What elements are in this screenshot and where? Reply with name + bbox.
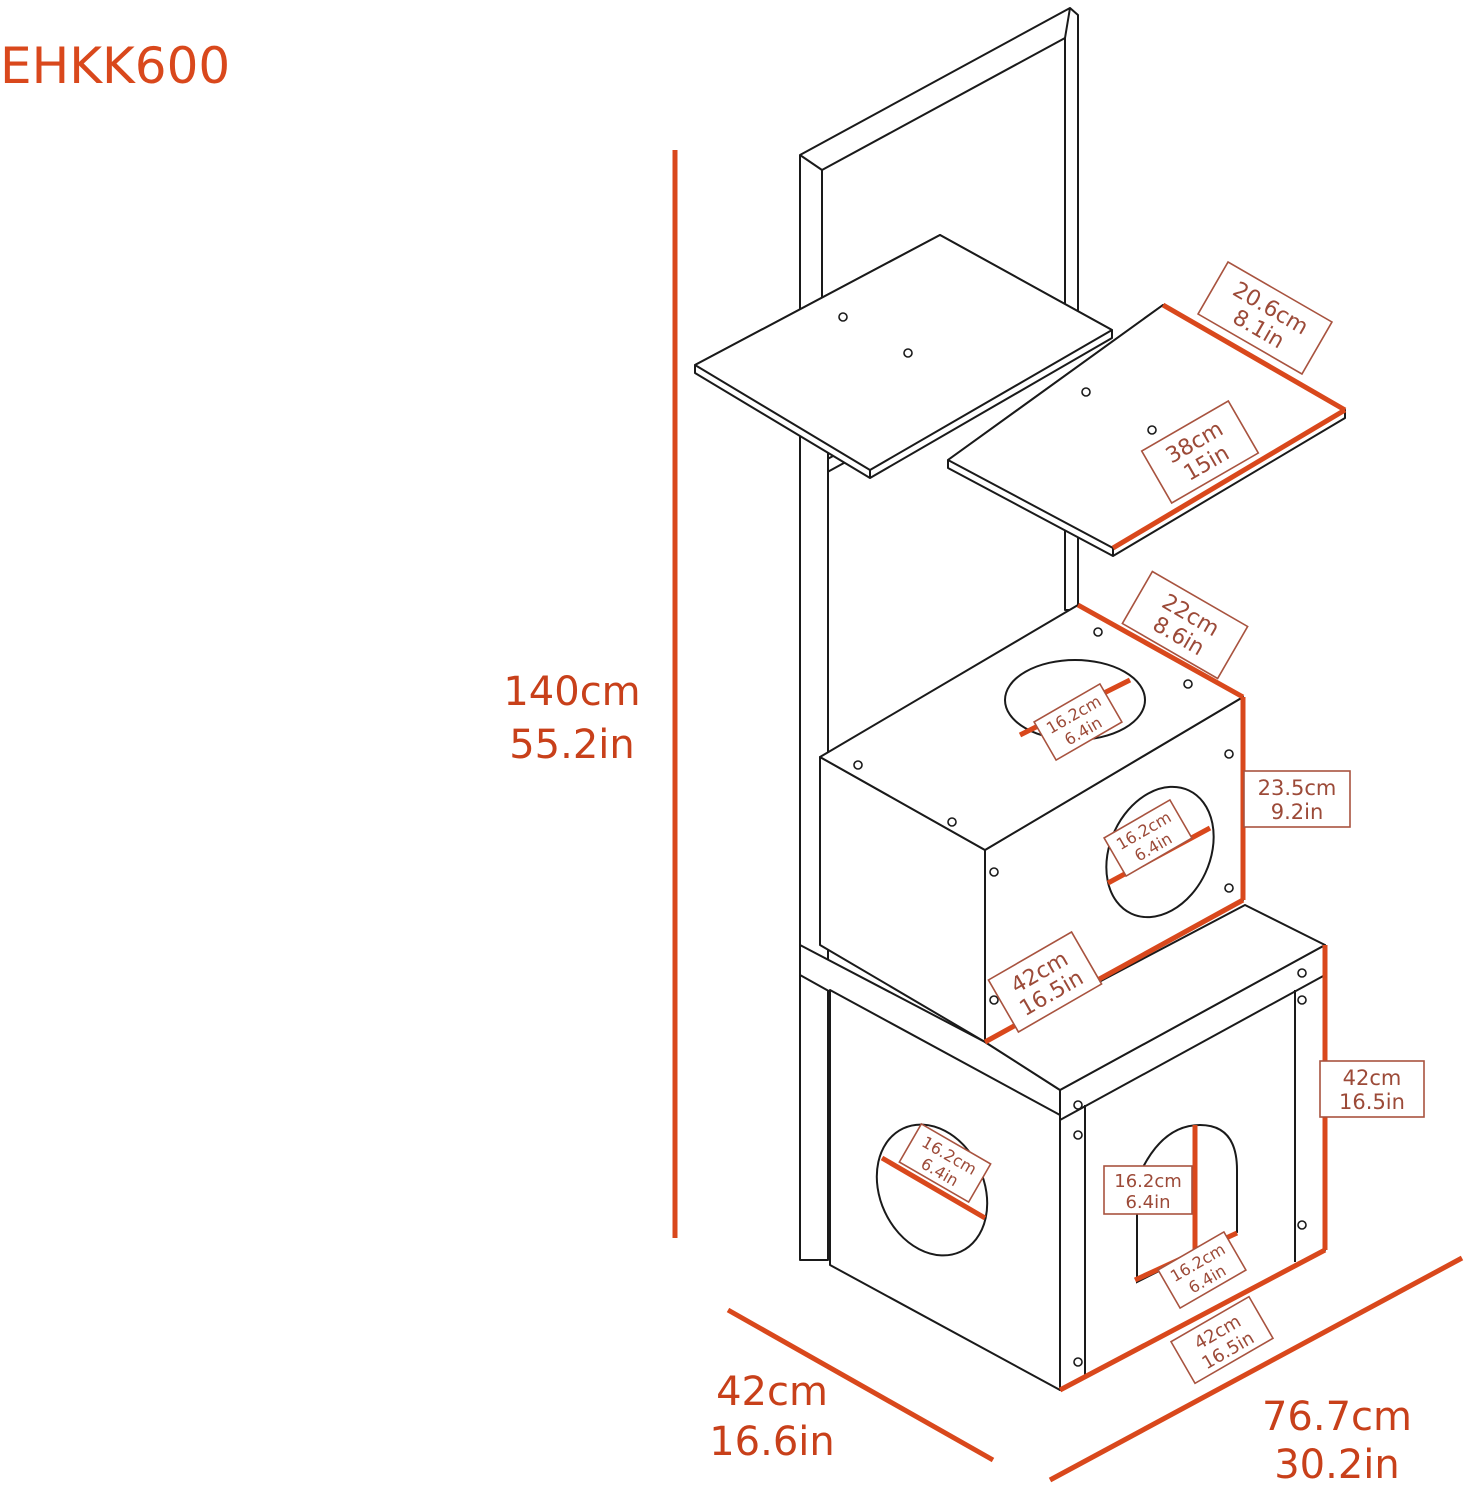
shelf-right — [947, 304, 1346, 557]
svg-text:23.5cm: 23.5cm — [1258, 776, 1337, 800]
label-upper-box-height: 23.5cm 9.2in — [1243, 770, 1351, 828]
depth-line — [726, 1307, 995, 1463]
height-in: 55.2in — [509, 722, 635, 768]
shelf-left — [694, 234, 1113, 479]
svg-text:16.2cm: 16.2cm — [1114, 1171, 1182, 1192]
width-cm: 76.7cm — [1262, 1394, 1412, 1440]
svg-text:42cm: 42cm — [1343, 1066, 1402, 1090]
label-upper-box-depth: 22cm 8.6in — [1121, 570, 1249, 680]
label-lower-side-hole: 16.2cm 6.4in — [898, 1122, 992, 1204]
model-title: EHKK600 — [0, 37, 230, 95]
svg-text:9.2in: 9.2in — [1271, 800, 1324, 824]
width-line — [1048, 1255, 1464, 1483]
svg-text:6.4in: 6.4in — [1125, 1192, 1170, 1213]
label-upper-top-hole: 16.2cm 6.4in — [1032, 682, 1124, 762]
svg-text:16.5in: 16.5in — [1339, 1090, 1405, 1114]
label-door-height: 16.2cm 6.4in — [1103, 1165, 1193, 1215]
height-cm: 140cm — [503, 669, 640, 715]
label-lower-box-width: 42cm 16.5in — [1169, 1295, 1275, 1385]
label-lower-box-height: 42cm 16.5in — [1319, 1060, 1425, 1118]
width-in: 30.2in — [1274, 1442, 1400, 1488]
depth-in: 16.6in — [709, 1419, 835, 1465]
depth-cm: 42cm — [716, 1369, 828, 1415]
